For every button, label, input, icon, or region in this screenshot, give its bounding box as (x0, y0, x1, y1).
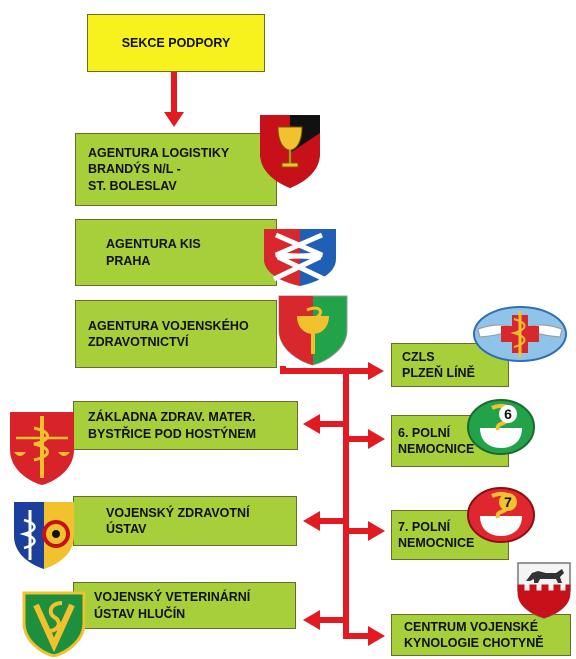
vojensky-zdravotni-ustav-box: VOJENSKÝ ZDRAVOTNÍ ÚSTAV (73, 496, 297, 546)
agentura-logistiky-label: AGENTURA LOGISTIKY BRANDÝS N/L - ST. BOL… (88, 146, 230, 193)
hygieia-6-icon: 6 (467, 399, 535, 455)
veterinary-sv-shield-icon (22, 591, 86, 657)
agentura-kis-box: AGENTURA KIS PRAHA (75, 219, 277, 286)
dog-castle-shield-icon (517, 562, 571, 619)
connector-horizontal-top (280, 368, 370, 374)
agentura-zdravotnictvi-box: AGENTURA VOJENSKÉHO ZDRAVOTNICTVÍ (75, 300, 277, 368)
arrow-to-6-pn (368, 429, 385, 449)
sekce-podpory-box: SEKCE PODPORY (87, 14, 265, 72)
svg-text:6: 6 (504, 406, 512, 422)
vojensky-zdravotni-ustav-label: VOJENSKÝ ZDRAVOTNÍ ÚSTAV (106, 505, 250, 536)
arrow-to-kynologie (368, 626, 385, 646)
7-polni-nemocnice-label: 7. POLNÍ NEMOCNICE (398, 519, 475, 550)
sekce-podpory-label: SEKCE PODPORY (121, 35, 231, 50)
connector-top-arrowhead (164, 112, 184, 127)
vojensky-veterinarni-ustav-label: VOJENSKÝ VETERINÁRNÍ ÚSTAV HLUČÍN (94, 590, 251, 621)
chalice-shield-icon (260, 115, 320, 188)
centrum-kynologie-label: CENTRUM VOJENSKÉ KYNOLOGIE CHOTYNĚ (404, 619, 544, 650)
biohazard-shield-icon (14, 502, 74, 569)
agentura-kis-label: AGENTURA KIS PRAHA (106, 237, 201, 268)
winged-cross-icon (473, 306, 567, 362)
agentura-logistiky-box: AGENTURA LOGISTIKY BRANDÝS N/L - ST. BOL… (75, 133, 277, 206)
connector-top-shaft (171, 71, 177, 116)
vojensky-veterinarni-ustav-box: VOJENSKÝ VETERINÁRNÍ ÚSTAV HLUČÍN (73, 582, 296, 629)
connector-trunk (343, 368, 349, 639)
zakladna-zdrav-mater-box: ZÁKLADNA ZDRAV. MATER. BYSTŘICE POD HOST… (73, 401, 298, 450)
6-polni-nemocnice-label: 6. POLNÍ NEMOCNICE (398, 425, 475, 456)
zakladna-zdrav-mater-label: ZÁKLADNA ZDRAV. MATER. BYSTŘICE POD HOST… (88, 410, 257, 441)
arrow-to-vzu (303, 511, 320, 531)
arrow-to-czls (368, 362, 384, 380)
lightning-shield-icon (264, 229, 336, 286)
czls-plzen-label: CZLS PLZEŇ LÍNĚ (402, 349, 475, 380)
svg-text:7: 7 (504, 494, 512, 510)
centrum-kynologie-box: CENTRUM VOJENSKÉ KYNOLOGIE CHOTYNĚ (391, 614, 571, 656)
medical-snake-shield-icon (278, 295, 348, 366)
agentura-zdravotnictvi-label: AGENTURA VOJENSKÉHO ZDRAVOTNICTVÍ (88, 318, 249, 349)
arrow-to-7-pn (368, 521, 385, 541)
arrow-to-zakladna (303, 414, 320, 434)
arrow-to-vvu (303, 610, 320, 630)
aesculapius-scales-shield-icon (10, 412, 74, 485)
hygieia-7-icon: 7 (467, 487, 535, 543)
